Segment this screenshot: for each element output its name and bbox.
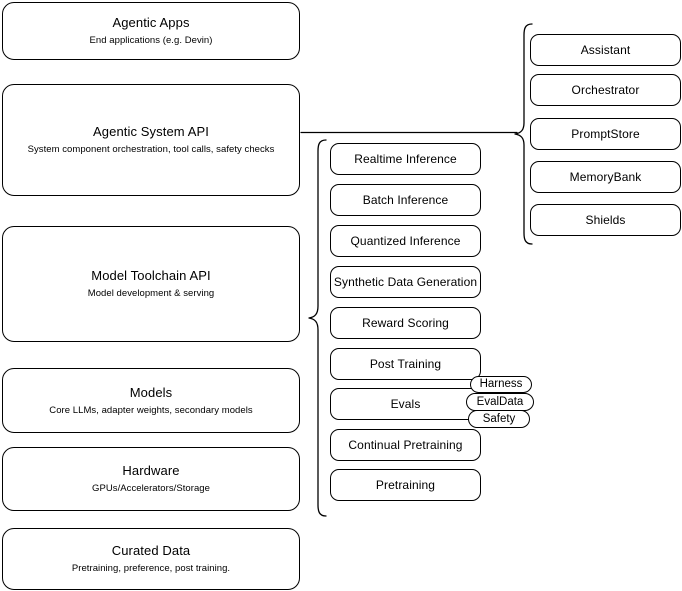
component-label: MemoryBank [569, 169, 642, 184]
layer-subtitle: Core LLMs, adapter weights, secondary mo… [49, 404, 253, 416]
capability-reward-scoring[interactable]: Reward Scoring [330, 307, 481, 339]
component-label: Shields [585, 212, 626, 227]
stack-layer-hardware[interactable]: Hardware GPUs/Accelerators/Storage [2, 447, 300, 511]
capability-label: Quantized Inference [350, 233, 461, 248]
component-promptstore[interactable]: PromptStore [530, 118, 681, 150]
capability-label: Reward Scoring [362, 315, 449, 330]
layer-subtitle: End applications (e.g. Devin) [89, 35, 213, 46]
layer-subtitle: GPUs/Accelerators/Storage [92, 483, 210, 494]
layer-title: Curated Data [111, 543, 191, 558]
capability-label: Realtime Inference [354, 151, 457, 166]
capability-post-training[interactable]: Post Training [330, 348, 481, 380]
capability-label: Continual Pretraining [348, 437, 463, 452]
evals-tag-label: Harness [479, 378, 523, 390]
capability-label: Pretraining [375, 477, 436, 492]
evals-tag-label: EvalData [476, 395, 524, 408]
layer-title: Agentic Apps [112, 15, 190, 30]
component-orchestrator[interactable]: Orchestrator [530, 74, 681, 106]
layer-subtitle: Pretraining, preference, post training. [71, 563, 231, 574]
stack-layer-models[interactable]: Models Core LLMs, adapter weights, secon… [2, 368, 300, 433]
evals-tag-evaldata[interactable]: EvalData [466, 393, 534, 411]
layer-subtitle: System component orchestration, tool cal… [27, 144, 275, 155]
stack-layer-model-toolchain-api[interactable]: Model Toolchain API Model development & … [2, 226, 300, 342]
capability-quantized-inference[interactable]: Quantized Inference [330, 225, 481, 257]
layer-title: Agentic System API [93, 124, 209, 139]
layer-title: Models [129, 384, 173, 400]
brace-toolchain-capabilities [308, 139, 327, 517]
component-memorybank[interactable]: MemoryBank [530, 161, 681, 193]
component-label: PromptStore [571, 126, 640, 141]
component-shields[interactable]: Shields [530, 204, 681, 236]
capability-batch-inference[interactable]: Batch Inference [330, 184, 481, 216]
stack-layer-curated-data[interactable]: Curated Data Pretraining, preference, po… [2, 528, 300, 590]
capability-synthetic-data-generation[interactable]: Synthetic Data Generation [330, 266, 481, 298]
evals-tag-safety[interactable]: Safety [468, 410, 530, 428]
layer-title: Hardware [122, 463, 180, 478]
capability-realtime-inference[interactable]: Realtime Inference [330, 143, 481, 175]
stack-layer-agentic-apps[interactable]: Agentic Apps End applications (e.g. Devi… [2, 2, 300, 60]
component-label: Orchestrator [571, 82, 640, 97]
capability-label: Batch Inference [362, 192, 449, 207]
evals-tag-label: Safety [482, 412, 516, 425]
component-label: Assistant [580, 42, 631, 57]
capability-label: Evals [390, 396, 421, 411]
capability-label: Synthetic Data Generation [333, 274, 478, 289]
layer-subtitle: Model development & serving [87, 288, 215, 299]
capability-evals[interactable]: Evals [330, 388, 481, 420]
evals-tag-harness[interactable]: Harness [470, 376, 532, 393]
connector-agentic-system-to-components [300, 131, 518, 134]
capability-pretraining[interactable]: Pretraining [330, 469, 481, 501]
component-assistant[interactable]: Assistant [530, 34, 681, 66]
layer-title: Model Toolchain API [91, 268, 211, 283]
stack-layer-agentic-system-api[interactable]: Agentic System API System component orch… [2, 84, 300, 196]
capability-continual-pretraining[interactable]: Continual Pretraining [330, 429, 481, 461]
capability-label: Post Training [369, 356, 442, 371]
